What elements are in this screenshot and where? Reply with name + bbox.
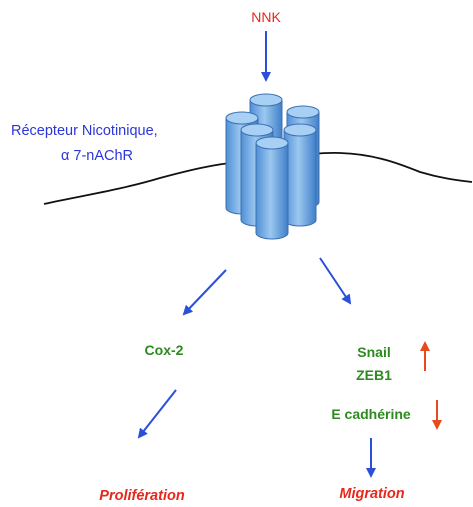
arrow-receptor-to-cox2 bbox=[182, 269, 227, 316]
receptor-label-line2: α 7-nAChR bbox=[61, 148, 133, 164]
cox2-label: Cox-2 bbox=[145, 342, 184, 358]
ligand-label: NNK bbox=[251, 9, 281, 25]
migration-label: Migration bbox=[339, 486, 404, 502]
zeb1-label: ZEB1 bbox=[356, 367, 392, 383]
proliferation-label: Prolifération bbox=[99, 488, 185, 504]
ecadherin-label: E cadhérine bbox=[331, 406, 411, 422]
snail-label: Snail bbox=[357, 344, 390, 360]
receptor-label-line1: Récepteur Nicotinique, bbox=[11, 123, 158, 139]
arrow-cox2-to-proliferation bbox=[137, 389, 177, 439]
arrow-receptor-to-snail bbox=[319, 257, 352, 305]
nicotinic-receptor-icon bbox=[225, 93, 320, 240]
